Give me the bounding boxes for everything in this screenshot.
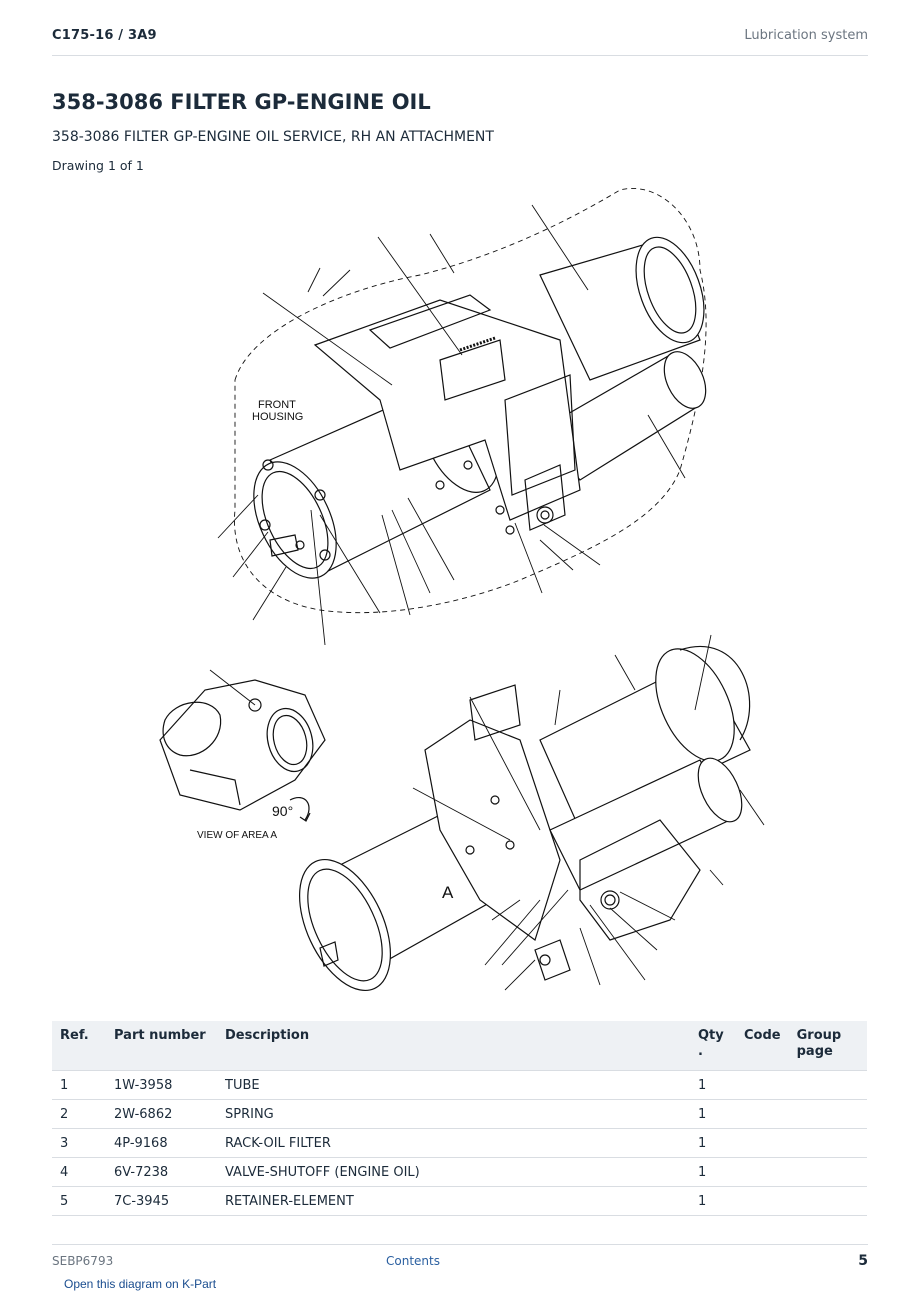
drain-valve [269, 534, 299, 557]
cell-qty: 1 [690, 1099, 736, 1129]
cell-description: RACK-OIL FILTER [217, 1128, 690, 1158]
cell-ref: 4 [52, 1157, 106, 1187]
cell-qty: 1 [690, 1128, 736, 1158]
cell-qty: 1 [690, 1157, 736, 1187]
header-qty: Qty . [690, 1021, 736, 1071]
leader-lines-lower [412, 634, 765, 991]
cell-qty: 1 [690, 1186, 736, 1216]
engine-outline-dashed [234, 188, 707, 614]
table-header-row: Ref. Part number Description Qty . Code … [52, 1021, 867, 1071]
header-ref: Ref. [52, 1021, 106, 1071]
header-description: Description [217, 1021, 690, 1071]
cell-part-number: 1W-3958 [106, 1070, 217, 1100]
cell-part-number: 2W-6862 [106, 1099, 217, 1129]
table-row: 2 2W-6862 SPRING 1 [52, 1099, 867, 1129]
cell-group-page [788, 1186, 867, 1216]
cell-ref: 1 [52, 1070, 106, 1100]
table-row: 3 4P-9168 RACK-OIL FILTER 1 [52, 1128, 867, 1158]
cell-ref: 2 [52, 1099, 106, 1129]
table-row: 5 7C-3945 RETAINER-ELEMENT 1 [52, 1186, 867, 1216]
cell-part-number: 4P-9168 [106, 1128, 217, 1158]
label-front: FRONT [258, 399, 296, 411]
cell-group-page [788, 1070, 867, 1100]
cell-code [736, 1070, 789, 1100]
cell-group-page [788, 1099, 867, 1129]
page-footer: SEBP6793 Contents 5 [52, 1244, 868, 1275]
page-number: 5 [858, 1253, 868, 1269]
parts-table: Ref. Part number Description Qty . Code … [52, 1021, 867, 1216]
header-code: Code [736, 1021, 789, 1071]
parts-drawing[interactable]: FRONT HOUSING [140, 180, 800, 1000]
label-angle: 90° [272, 803, 293, 819]
leader-lines-upper [217, 204, 686, 646]
header-part-number: Part number [106, 1021, 217, 1071]
cell-ref: 3 [52, 1128, 106, 1158]
page-subtitle: 358-3086 FILTER GP-ENGINE OIL SERVICE, R… [52, 129, 494, 145]
page-title: 358-3086 FILTER GP-ENGINE OIL [52, 90, 431, 114]
cell-group-page [788, 1157, 867, 1187]
cell-qty: 1 [690, 1070, 736, 1100]
label-view: VIEW OF AREA A [197, 830, 277, 841]
cell-description: TUBE [217, 1070, 690, 1100]
cell-group-page [788, 1128, 867, 1158]
cell-description: RETAINER-ELEMENT [217, 1186, 690, 1216]
doc-id: SEBP6793 [52, 1254, 114, 1268]
section-label: Lubrication system [744, 28, 868, 43]
cell-code [736, 1157, 789, 1187]
cell-part-number: 7C-3945 [106, 1186, 217, 1216]
lower-bracket [424, 719, 561, 941]
table-row: 4 6V-7238 VALVE-SHUTOFF (ENGINE OIL) 1 [52, 1157, 867, 1187]
table-row: 1 1W-3958 TUBE 1 [52, 1070, 867, 1100]
page-header: C175-16 / 3A9 Lubrication system [52, 28, 868, 56]
cell-part-number: 6V-7238 [106, 1157, 217, 1187]
cell-description: SPRING [217, 1099, 690, 1129]
cell-code [736, 1128, 789, 1158]
cell-ref: 5 [52, 1186, 106, 1216]
model-label: C175-16 / 3A9 [52, 28, 157, 43]
inset-housing [159, 679, 326, 811]
drawing-count: Drawing 1 of 1 [52, 158, 144, 173]
open-kpart-link[interactable]: Open this diagram on K-Part [64, 1277, 217, 1291]
label-housing: HOUSING [252, 411, 303, 423]
cell-description: VALVE-SHUTOFF (ENGINE OIL) [217, 1157, 690, 1187]
contents-link[interactable]: Contents [386, 1254, 440, 1268]
cell-code [736, 1099, 789, 1129]
cell-code [736, 1186, 789, 1216]
header-group-page: Group page [788, 1021, 867, 1071]
label-a: A [442, 883, 454, 902]
